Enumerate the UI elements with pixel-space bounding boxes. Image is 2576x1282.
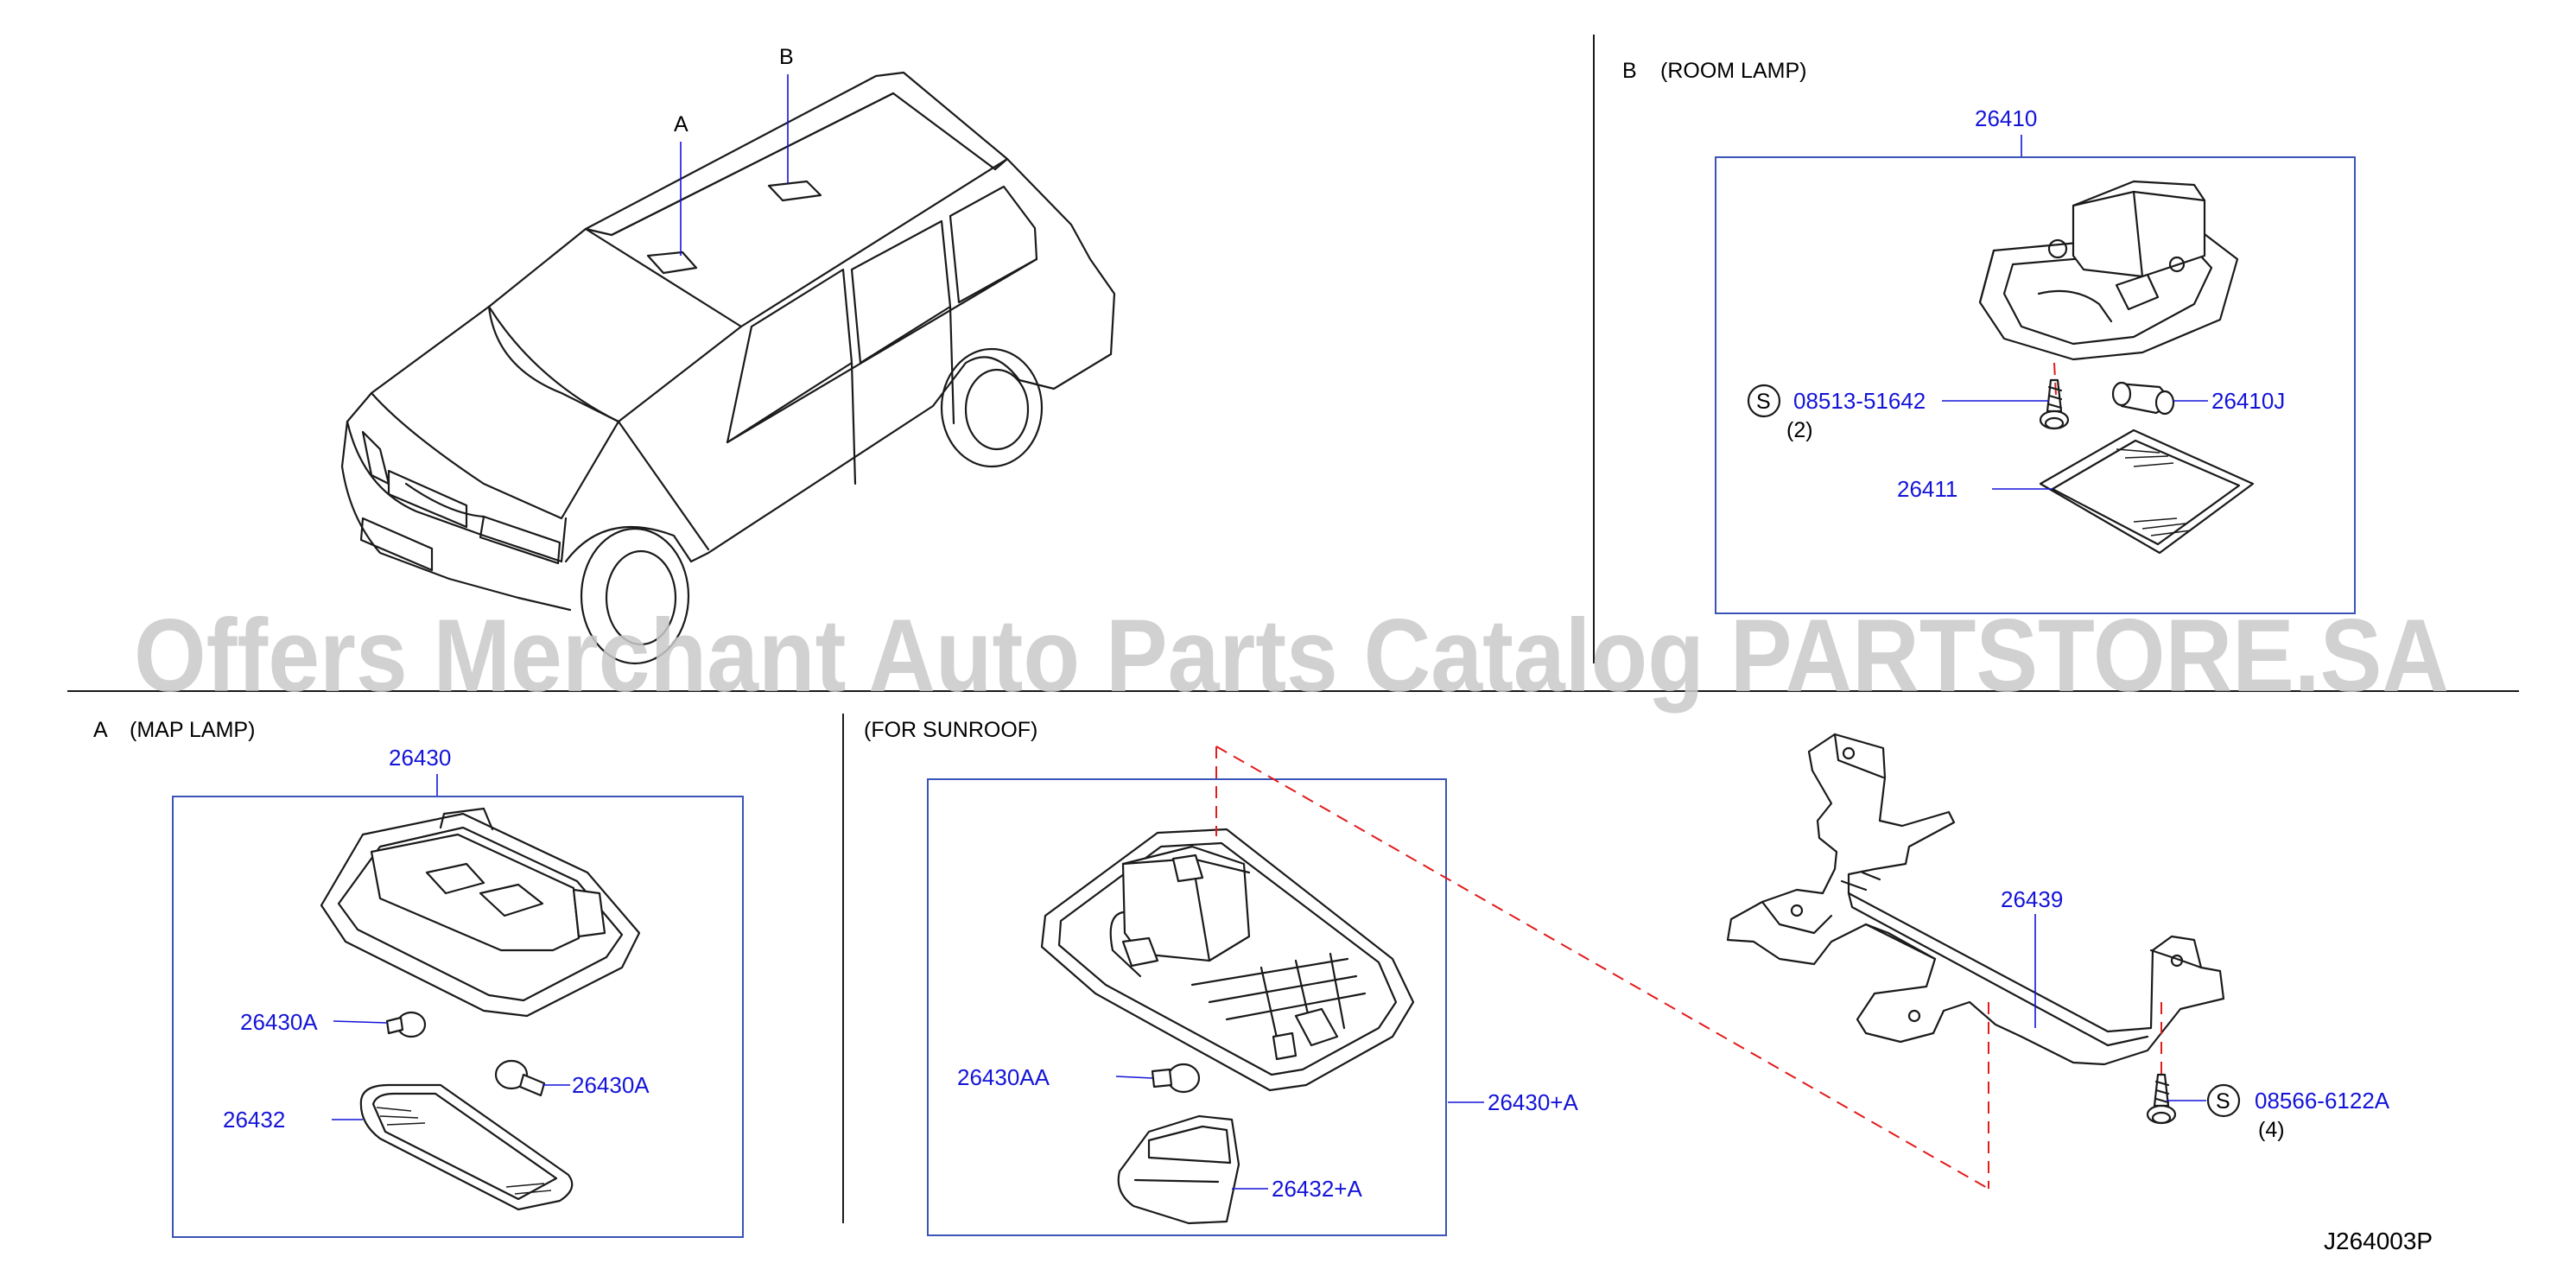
bracket-26439 (1726, 733, 2225, 1066)
part-26411[interactable]: 26411 (1897, 476, 1957, 502)
roof-map-lamp-marker (646, 251, 698, 275)
part-26410[interactable]: 26410 (1975, 105, 2037, 131)
sunroof-lamp-housing (1040, 828, 1415, 1092)
bulb-26410j-icon (2111, 381, 2175, 416)
part-26430[interactable]: 26430 (389, 745, 451, 771)
s-symbol-2: S (2216, 1089, 2230, 1114)
part-08566-qty: (4) (2258, 1118, 2285, 1142)
room-lamp-dashed-leader (2053, 362, 2057, 397)
screw-08513-icon (2039, 378, 2070, 430)
part-08513-qty: (2) (1786, 418, 1813, 442)
part-26432plusA[interactable]: 26432+A (1272, 1176, 1362, 1202)
part-26432[interactable]: 26432 (223, 1107, 285, 1133)
section-a-letter: A (93, 718, 108, 742)
roof-room-lamp-marker (767, 180, 822, 202)
screw-08566-icon (2146, 1073, 2177, 1125)
map-lamp-frame (172, 796, 744, 1238)
part-26439[interactable]: 26439 (2001, 886, 2063, 912)
bulb-26430a-left-icon (385, 1011, 427, 1038)
section-a-title: (MAP LAMP) (130, 718, 255, 742)
bulb-26430a-right-icon (494, 1059, 546, 1097)
part-08513-51642[interactable]: 08513-51642 (1793, 388, 1926, 414)
bulb-26430aa-icon (1151, 1063, 1201, 1094)
part-26410J[interactable]: 26410J (2211, 388, 2285, 414)
sunroof-dashed-diagonal (1215, 746, 1989, 1190)
sunroof-title: (FOR SUNROOF) (864, 718, 1037, 742)
lens-26432plusa-icon (1117, 1114, 1240, 1225)
part-08566-6122A[interactable]: 08566-6122A (2255, 1088, 2390, 1114)
watermark: Offers Merchant Auto Parts Catalog PARTS… (134, 598, 2449, 714)
part-26430A-1[interactable]: 26430A (240, 1009, 318, 1035)
lens-26432-icon (359, 1083, 574, 1211)
car-callout-a: A (674, 112, 688, 136)
lens-26411-icon (2039, 428, 2255, 555)
map-lamp-housing (320, 807, 641, 1018)
section-b-title: (ROOM LAMP) (1660, 59, 1806, 83)
vehicle-illustration (340, 71, 1116, 665)
section-b-letter: B (1622, 59, 1637, 83)
room-lamp-frame (1715, 156, 2356, 614)
room-lamp-housing (1978, 180, 2239, 361)
sunroof-lamp-frame (927, 778, 1447, 1236)
s-symbol-circle-2 (2206, 1083, 2241, 1118)
diagram-code: J264003P (2324, 1228, 2433, 1254)
car-callout-b: B (779, 45, 794, 69)
s-symbol-circle-1 (1747, 384, 1781, 418)
part-26430AA[interactable]: 26430AA (957, 1064, 1050, 1090)
part-26430A-2[interactable]: 26430A (572, 1072, 650, 1098)
s-symbol-1: S (1756, 390, 1771, 414)
part-26430plusA[interactable]: 26430+A (1488, 1089, 1578, 1115)
